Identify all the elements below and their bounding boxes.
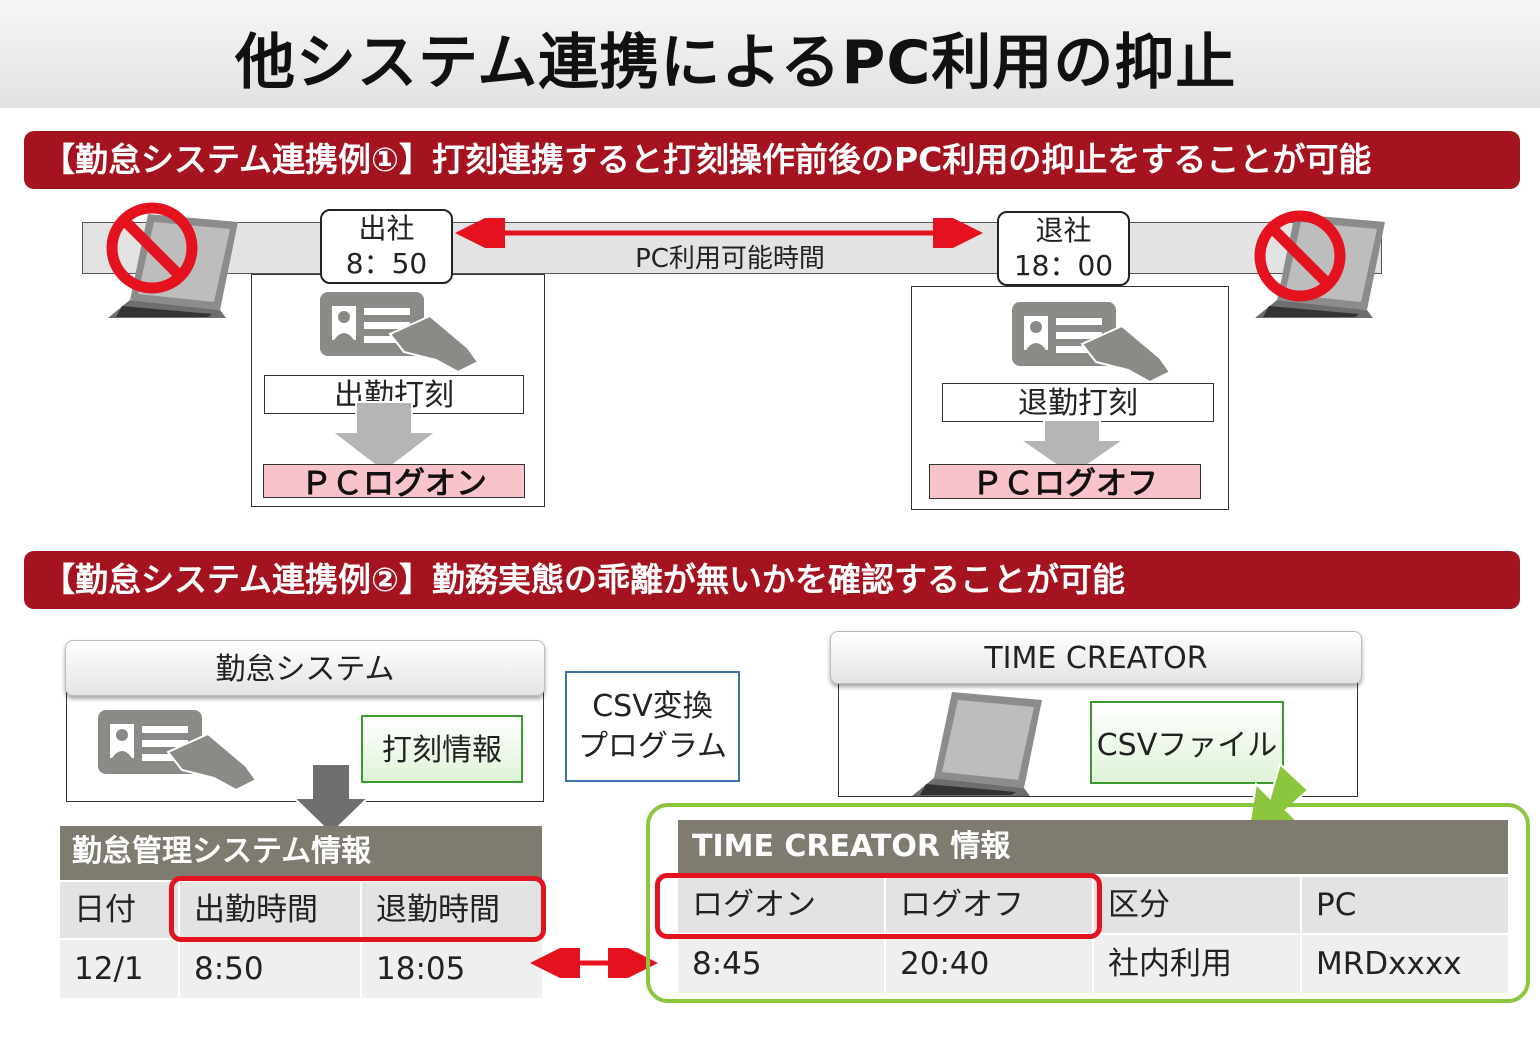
tc-cell-category: 社内利用 — [1094, 935, 1302, 993]
down-arrow-icon — [292, 763, 371, 836]
kintai-header-in: 出勤時間 — [180, 882, 362, 938]
clock-in-label: 出社 — [358, 212, 415, 245]
csv-converter-line2: プログラム — [577, 729, 728, 764]
section2-banner: 【勤怠システム連携例②】勤務実態の乖離が無いかを確認することが可能 — [24, 551, 1520, 609]
kintai-table-title: 勤怠管理システム情報 — [60, 826, 542, 880]
clock-out-time: 18：00 — [1013, 249, 1114, 282]
pc-logon-label: ＰＣログオン — [263, 464, 525, 502]
csv-converter-box: CSV変換 プログラム — [565, 671, 740, 782]
title-band — [0, 0, 1540, 108]
tc-cell-pc: MRDxxxx — [1302, 935, 1508, 993]
kintai-system-title: 勤怠システム — [65, 640, 545, 696]
tc-header-category: 区分 — [1094, 877, 1302, 933]
kintai-highlight-frame — [169, 876, 546, 942]
kintai-cell-date: 12/1 — [60, 940, 180, 998]
section1-banner: 【勤怠システム連携例①】打刻連携すると打刻操作前後のPC利用の抑止をすることが可… — [24, 131, 1520, 189]
prohibited-icon — [102, 198, 202, 298]
kintai-header-out: 退勤時間 — [362, 882, 542, 938]
period-label: PC利用可能時間 — [635, 244, 825, 274]
id-card-icon — [97, 709, 257, 791]
clock-out-stamp: 退勤打刻 — [942, 383, 1214, 422]
tc-header-logon: ログオン — [678, 877, 886, 933]
id-card-icon — [319, 291, 479, 373]
kintai-header-date: 日付 — [60, 882, 180, 938]
id-card-icon — [1011, 301, 1171, 383]
tc-header-pc: PC — [1302, 877, 1508, 933]
compare-arrow — [530, 948, 658, 978]
clock-in-time-box: 出社 8：50 — [320, 209, 453, 284]
laptop-icon — [912, 692, 1042, 796]
stamp-info-box: 打刻情報 — [361, 715, 523, 783]
kintai-cell-in: 8:50 — [180, 940, 362, 998]
down-arrow-icon — [329, 401, 439, 474]
down-arrow-icon — [1016, 419, 1128, 478]
tc-cell-logoff: 20:40 — [886, 935, 1094, 993]
time-creator-info-frame — [646, 803, 1530, 1003]
period-arrow — [455, 218, 983, 248]
page-title: 他システム連携によるPC利用の抑止 — [235, 28, 1237, 98]
tc-table-title: TIME CREATOR 情報 — [678, 820, 1508, 874]
clock-in-time: 8：50 — [345, 247, 428, 280]
prohibited-icon — [1250, 206, 1350, 306]
pc-logoff-label: ＰＣログオフ — [929, 464, 1201, 502]
csv-converter-line1: CSV変換 — [592, 689, 713, 724]
tc-header-logoff: ログオフ — [886, 877, 1094, 933]
csv-file-box: CSVファイル — [1090, 701, 1284, 784]
tc-highlight-frame — [655, 873, 1102, 939]
clock-out-label: 退社 — [1035, 214, 1092, 247]
tc-cell-logon: 8:45 — [678, 935, 886, 993]
kintai-cell-out: 18:05 — [362, 940, 542, 998]
time-creator-title: TIME CREATOR — [830, 631, 1362, 684]
clock-out-time-box: 退社 18：00 — [997, 211, 1130, 286]
